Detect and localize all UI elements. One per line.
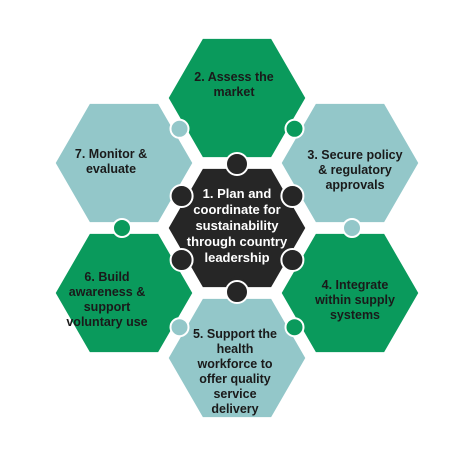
puzzle-knob — [280, 184, 305, 208]
puzzle-knob — [225, 152, 249, 176]
hex-piece-bottom — [165, 295, 309, 421]
puzzle-connector-knob — [284, 317, 305, 338]
hex-piece-center — [165, 165, 309, 291]
piece-label-secure-policy: 3. Secure policy & regulatory approvals — [307, 148, 403, 192]
puzzle-connector-knob — [169, 118, 190, 139]
puzzle-knob — [225, 280, 249, 304]
piece-label-integrate-supply: 4. Integrate within supply systems — [315, 278, 395, 322]
puzzle-connector-knob — [342, 218, 362, 238]
puzzle-connector-knob — [169, 317, 190, 338]
piece-label-plan-coordinate: 1. Plan and coordinate for sustainabilit… — [186, 186, 288, 265]
hex-piece-top-right — [278, 100, 422, 226]
puzzle-connector-knob — [112, 218, 132, 238]
hex-piece-bottom-right — [278, 230, 422, 356]
puzzle-connector-knob — [284, 118, 305, 139]
puzzle-knob — [169, 184, 194, 208]
piece-label-build-awareness: 6. Build awareness & support voluntary u… — [66, 270, 148, 329]
puzzle-knob — [169, 248, 194, 272]
piece-label-support-workforce: 5. Support the health workforce to offer… — [192, 327, 278, 416]
puzzle-knob — [280, 248, 305, 272]
hex-piece-bottom-left — [52, 230, 196, 356]
hex-piece-top-left — [52, 100, 196, 226]
hex-piece-top — [165, 35, 309, 161]
piece-label-monitor-evaluate: 7. Monitor & evaluate — [74, 147, 148, 176]
piece-label-assess-market: 2. Assess the market — [194, 70, 274, 99]
